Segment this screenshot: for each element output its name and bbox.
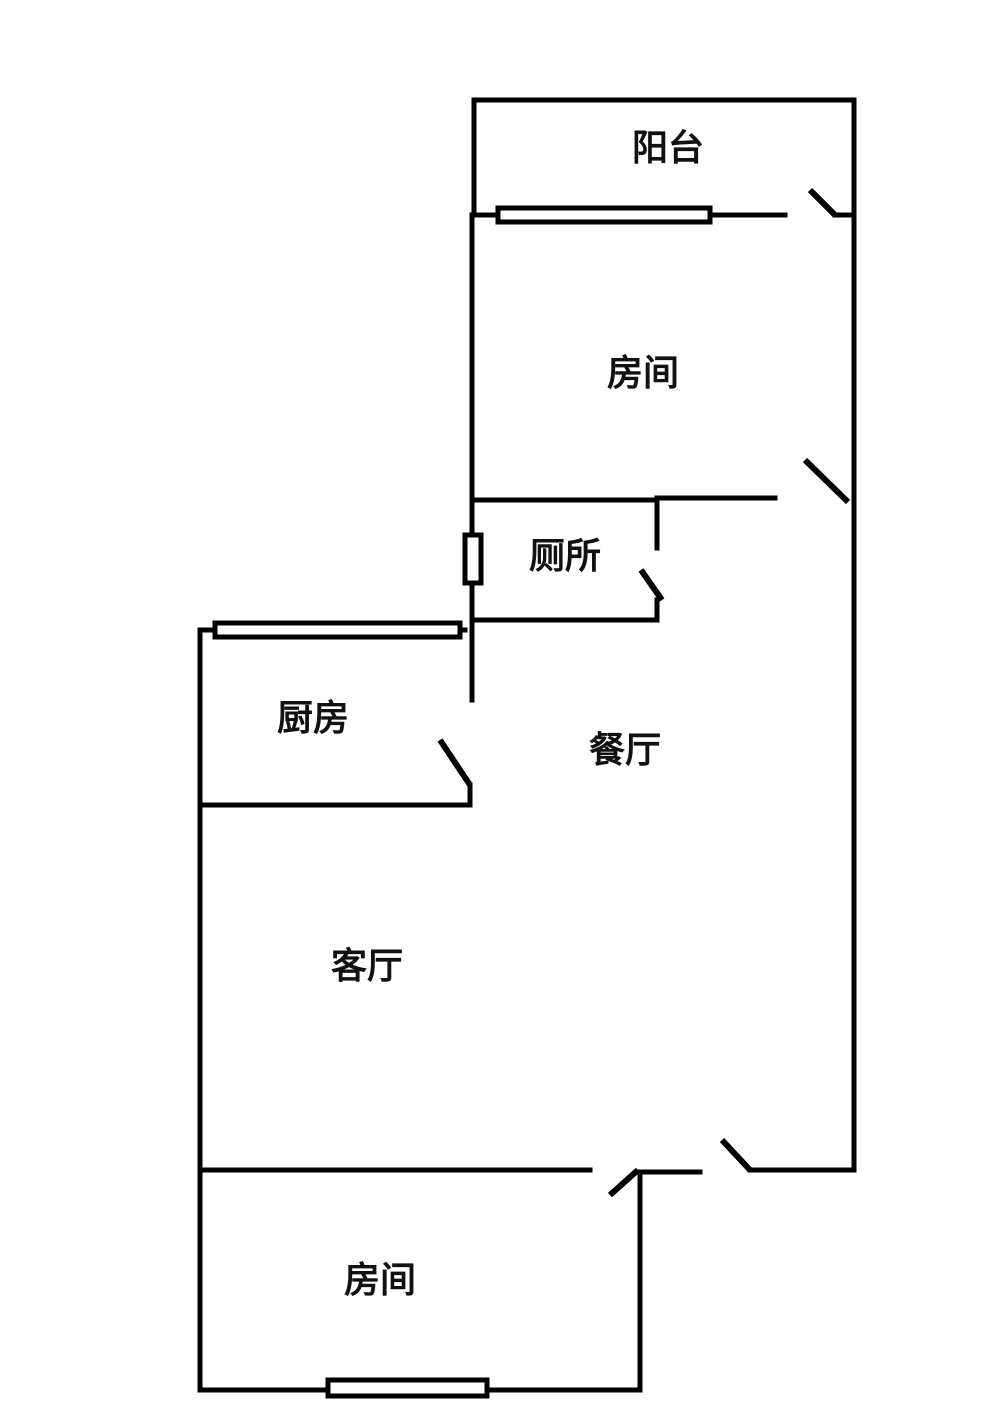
windows [212,205,713,1399]
walls [197,97,857,1393]
door-bedroom-top [802,457,851,505]
window-bedroom-bottom [325,1377,490,1399]
label-kitchen: 厨房 [277,698,349,739]
room-labels: 阳台 房间 厕所 厨房 餐厅 客厅 房间 [277,128,704,1301]
door-balcony [807,187,838,218]
door-bedroom-bottom [608,1167,640,1198]
label-living: 客厅 [331,946,403,987]
window-bedroom-top [495,205,713,225]
door-toilet [638,568,665,602]
label-dining: 餐厅 [589,730,661,771]
window-kitchen [212,620,463,640]
door-kitchen [437,738,473,787]
door-entrance [719,1137,753,1173]
label-bedroom-bottom: 房间 [344,1260,416,1301]
doors [437,187,851,1198]
label-toilet: 厕所 [529,536,601,577]
window-toilet [462,532,484,586]
label-bedroom-top: 房间 [607,353,679,394]
label-balcony: 阳台 [632,128,704,169]
